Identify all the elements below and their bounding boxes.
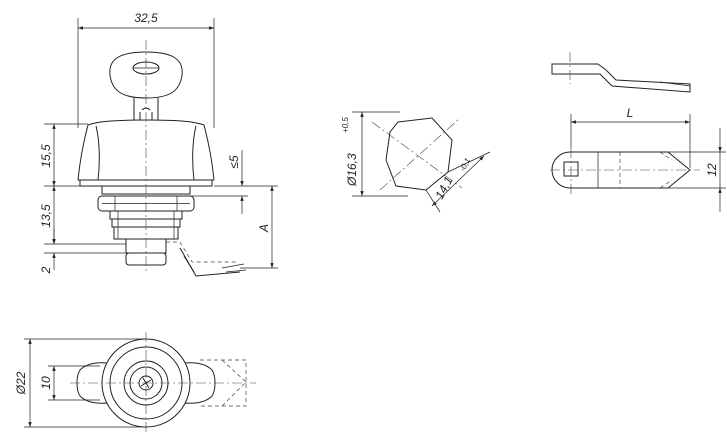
dim-height-15-5: 15,5 (39, 144, 53, 168)
cam-side-view (551, 52, 691, 93)
dim-a: A (257, 224, 271, 233)
cutout-view: Ø16,3 +0,5 14,1 -0,1 (341, 111, 491, 213)
dim-length-l: L (627, 106, 634, 120)
dim-width-32-5: 32,5 (134, 11, 158, 25)
dim-height-2: 2 (39, 266, 53, 274)
cam-top-view: L 12 (550, 106, 726, 212)
dim-max-5: ≤5 (227, 155, 241, 169)
dim-width-10: 10 (39, 376, 53, 390)
dim-width-14-1-tolerance: -0,1 (458, 157, 472, 173)
cam-bent-hidden (166, 241, 238, 263)
cam-lever (551, 151, 691, 189)
dim-dia-22: Ø22 (14, 371, 28, 395)
key (109, 51, 183, 124)
dim-dia-16-3-tolerance: +0,5 (341, 117, 350, 133)
front-view: 32,5 15,5 13,5 2 ≤5 A (39, 11, 278, 277)
dim-height-13-5: 13,5 (39, 204, 53, 228)
dim-width-12: 12 (705, 163, 719, 177)
dim-dia-16-3: Ø16,3 (345, 153, 359, 187)
bottom-view: Ø22 10 (14, 332, 256, 435)
